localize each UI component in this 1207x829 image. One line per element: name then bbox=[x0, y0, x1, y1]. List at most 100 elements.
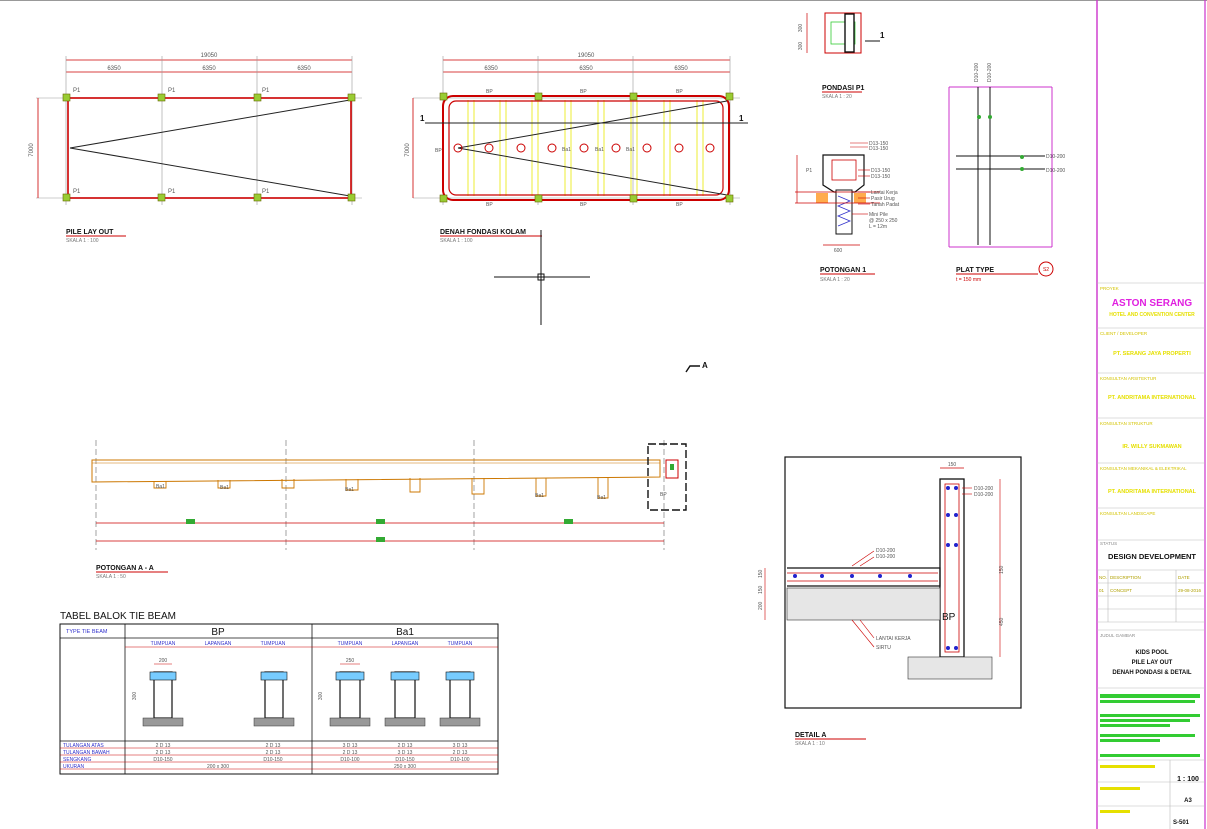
detail-a-dim: 150 bbox=[758, 585, 764, 594]
p1-section-mark: 1 bbox=[880, 31, 885, 40]
pile-height-dim: 7000 bbox=[29, 143, 35, 157]
potongan1-callout: D13-150 bbox=[871, 174, 890, 180]
foundation-plan-title: DENAH FONDASI KOLAM bbox=[440, 229, 526, 236]
section-mark-1: 1 bbox=[739, 114, 744, 123]
detail-a-beam-tag: BP bbox=[942, 612, 956, 623]
col-header: TUMPUAN bbox=[338, 641, 363, 647]
detail-a-callout: D10-200 bbox=[974, 486, 993, 492]
group-name-bp: BP bbox=[211, 627, 225, 638]
pile-total-dim: 19050 bbox=[201, 53, 218, 59]
tb-size: A3 bbox=[1184, 798, 1192, 804]
section-end-tag: BP bbox=[660, 492, 667, 498]
row-cell: 3 D 13 bbox=[453, 743, 468, 749]
foundation-height-dim: 7000 bbox=[405, 143, 411, 157]
detail-a-title: DETAIL A bbox=[795, 732, 826, 739]
pile-tag: P1 bbox=[262, 189, 270, 195]
tb-drawing-title: KIDS POOL bbox=[1135, 650, 1168, 656]
tb-rev-cell: 29-08-2016 bbox=[1178, 588, 1202, 593]
tb-scale: 1 : 100 bbox=[1177, 776, 1199, 783]
row-cell: 3 D 13 bbox=[343, 743, 358, 749]
col-header: TUMPUAN bbox=[151, 641, 176, 647]
row-cell: D10-150 bbox=[395, 757, 414, 763]
section-beam-tag: Ba1 bbox=[220, 485, 229, 491]
drain-circles bbox=[453, 143, 715, 153]
pile-span-dim: 6350 bbox=[107, 66, 121, 72]
plat-type-title: PLAT TYPE bbox=[956, 267, 994, 274]
tb-client-label: CLIENT / DEVELOPER bbox=[1100, 331, 1148, 336]
potongan1-dim: 600 bbox=[834, 248, 843, 254]
tb-rev-header: DESCRIPTION bbox=[1110, 575, 1141, 580]
pile-tag: P1 bbox=[168, 88, 176, 94]
foundation-plan-scale: SKALA 1 : 100 bbox=[440, 238, 473, 244]
plat-type-detail: D10-200 D10-200 D10-200 D10-200 PLAT TYP… bbox=[948, 63, 1065, 283]
row-cell: D10-100 bbox=[450, 757, 469, 763]
pile-layout-plan: 19050 6350 6350 6350 7000 P1 P1 P1 P1 P1… bbox=[29, 53, 362, 244]
potongan1-callout: L = 12m bbox=[869, 224, 887, 230]
bp-height-dim: 300 bbox=[132, 692, 138, 701]
pile-tag: P1 bbox=[73, 88, 81, 94]
section-aa-scale: SKALA 1 : 50 bbox=[96, 574, 126, 580]
tb-status: DESIGN DEVELOPMENT bbox=[1108, 552, 1196, 561]
tb-drawing-title: PILE LAY OUT bbox=[1132, 660, 1173, 666]
tb-rev-header: NO. bbox=[1099, 575, 1107, 580]
tb-arch-name: PT. ANDRITAMA INTERNATIONAL bbox=[1108, 395, 1197, 401]
tb-sheet-no: S-501 bbox=[1173, 820, 1190, 826]
pile-tag: P1 bbox=[262, 88, 270, 94]
section-beam-tag: Ba1 bbox=[597, 495, 606, 501]
foundation-span-dim: 6350 bbox=[579, 66, 593, 72]
section-beam-ribs bbox=[153, 478, 609, 499]
detail-a-callout: SIRTU bbox=[876, 645, 891, 651]
svg-text:A: A bbox=[702, 361, 708, 370]
tb-drawing-label: JUDUL GAMBAR bbox=[1100, 633, 1136, 638]
potongan1-callout: @ 250 x 250 bbox=[869, 218, 898, 224]
potongan1-callout: Pasir Urug bbox=[871, 196, 895, 202]
section-beam-tag: Ba1 bbox=[535, 493, 544, 499]
pool-beam-outline bbox=[442, 95, 730, 201]
section-aa: Ba1 Ba1 Ba1 Ba1 Ba1 BP POTONGAN A - A SK… bbox=[91, 440, 687, 580]
pile-span-dim: 6350 bbox=[202, 66, 216, 72]
rebar-dots bbox=[793, 486, 958, 650]
pondasi-p1-detail: 300 300 1 PONDASI P1 SKALA 1 : 20 bbox=[798, 12, 885, 100]
detail-a-dim: 150 bbox=[999, 565, 1005, 574]
potongan-1-title: POTONGAN 1 bbox=[820, 267, 866, 274]
section-beam-tag: Ba1 bbox=[345, 487, 354, 493]
section-beam-tag: Ba1 bbox=[156, 484, 165, 490]
beam-tag-ba1: Ba1 bbox=[626, 147, 635, 153]
pile-layout-scale: SKALA 1 : 100 bbox=[66, 238, 99, 244]
detail-a-dim: 450 bbox=[999, 617, 1005, 626]
col-header: TUMPUAN bbox=[261, 641, 286, 647]
pondasi-p1-scale: SKALA 1 : 20 bbox=[822, 94, 852, 100]
row-cell: 2 D 13 bbox=[343, 750, 358, 756]
row-label: TULANGAN BAWAH bbox=[63, 750, 110, 756]
tb-notes bbox=[1100, 694, 1200, 757]
col-header: TUMPUAN bbox=[448, 641, 473, 647]
plat-rebar-label: D10-200 bbox=[987, 63, 993, 82]
potongan1-callout: D13-150 bbox=[869, 146, 888, 152]
section-marker-a: A bbox=[685, 361, 708, 373]
plat-rebar-label: D10-200 bbox=[974, 63, 980, 82]
beam-tag-bp: BP bbox=[486, 89, 493, 95]
detail-a-top-dim: 150 bbox=[948, 462, 957, 468]
sirtu-fill bbox=[786, 587, 941, 621]
tie-beam-table-rows: TULANGAN ATAS TULANGAN BAWAH SENGKANG UK… bbox=[63, 743, 470, 770]
tb-project-sub: HOTEL AND CONVENTION CENTER bbox=[1109, 312, 1195, 318]
pile-markers bbox=[62, 93, 356, 202]
pile-tag: P1 bbox=[73, 189, 81, 195]
row-label: SENGKANG bbox=[63, 757, 91, 763]
pool-outline bbox=[67, 97, 352, 199]
tb-rev-header: DATE bbox=[1178, 575, 1190, 580]
beam-tag-bp: BP bbox=[580, 202, 587, 208]
detail-a-callout: D10-200 bbox=[974, 492, 993, 498]
detail-a-callout: LANTAI KERJA bbox=[876, 636, 911, 642]
tie-beam-table-title: TABEL BALOK TIE BEAM bbox=[60, 611, 176, 622]
row-label: UKURAN bbox=[63, 764, 85, 770]
tb-client-name: PT. SERANG JAYA PROPERTI bbox=[1113, 351, 1191, 357]
tie-beam-table: TABEL BALOK TIE BEAM TYPE TIE BEAM BP Ba… bbox=[59, 611, 499, 775]
type-tie-beam-label: TYPE TIE BEAM bbox=[66, 629, 108, 635]
foundation-span-dim: 6350 bbox=[674, 66, 688, 72]
row-label: TULANGAN ATAS bbox=[63, 743, 104, 749]
ba1-width-dim: 250 bbox=[346, 658, 355, 664]
p1-dim: 300 bbox=[798, 24, 804, 33]
tb-status-label: STATUS bbox=[1100, 541, 1117, 546]
pile-span-dim: 6350 bbox=[297, 66, 311, 72]
